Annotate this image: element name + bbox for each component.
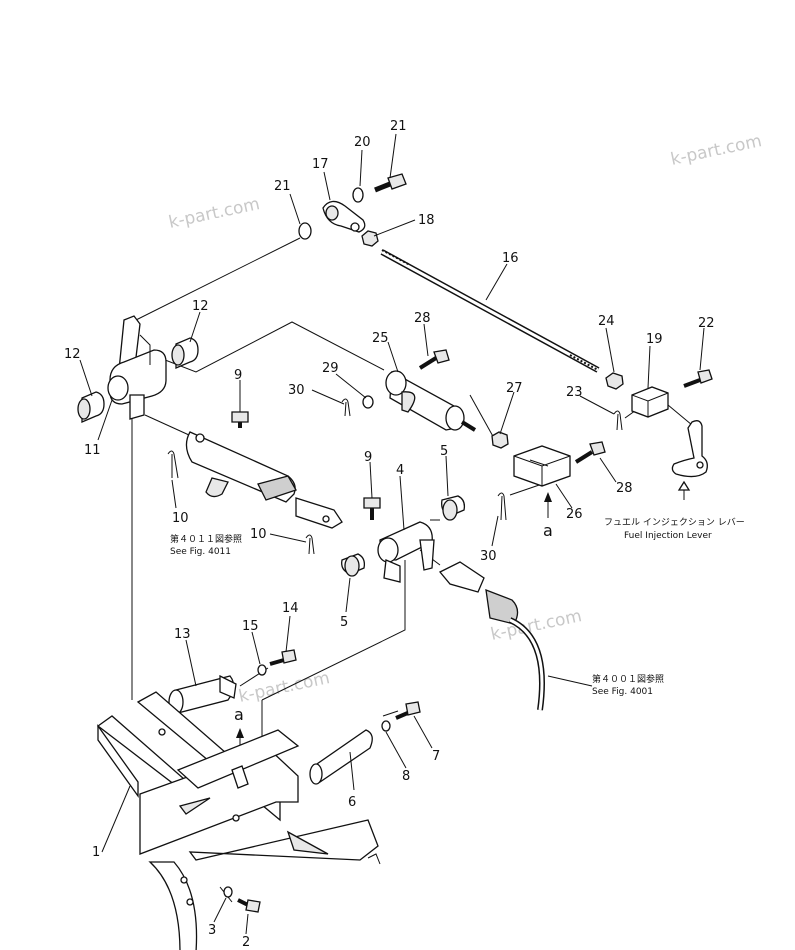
- label-15: 15: [242, 619, 259, 634]
- bushing-5-lower: [341, 553, 366, 577]
- pin-10-left: [167, 450, 179, 479]
- label-1: 1: [92, 845, 100, 860]
- pin-13: [168, 674, 237, 715]
- label-12-right: 12: [192, 299, 209, 314]
- cotter-pin-24: [613, 410, 623, 431]
- note-fig4001-en: See Fig. 4001: [592, 687, 653, 697]
- label-4: 4: [396, 463, 404, 478]
- bracket-1: [96, 691, 381, 950]
- label-11: 11: [84, 443, 101, 458]
- bushing-5-upper: [441, 495, 466, 521]
- washer-21-upper: [352, 187, 364, 203]
- rod-16: [380, 249, 600, 373]
- label-3: 3: [208, 923, 216, 938]
- label-20: 24: [598, 314, 615, 329]
- note-fig4001-jp: 第４００１図参照: [592, 673, 664, 685]
- bolt-14: [269, 649, 297, 666]
- note-fuel-en: Fuel Injection Lever: [624, 531, 712, 541]
- bolt-23: [683, 369, 713, 388]
- shaft-25: [385, 370, 477, 432]
- label-21-left: 21: [274, 179, 291, 194]
- bushing-12-right: [171, 337, 199, 369]
- bolt-9-lower: [363, 497, 381, 520]
- arrow-a-lower: [236, 728, 244, 738]
- callout-a-lower: a: [234, 705, 244, 724]
- callout-a-upper: a: [543, 521, 553, 540]
- lever-11: [107, 315, 167, 420]
- watermark: k-part.com: [669, 131, 764, 170]
- part-labels: 21 17 20 21 18 16 12 12 11 24 19 22 28 2…: [64, 119, 715, 950]
- label-2: 2: [242, 935, 250, 950]
- block-19: [631, 386, 669, 418]
- washer-29: [362, 395, 374, 409]
- nut-27: [491, 431, 509, 449]
- nut-18: [361, 230, 379, 247]
- note-fig4011-en: See Fig. 4011: [170, 547, 231, 557]
- label-19: 19: [646, 332, 663, 347]
- nut-20: [605, 372, 624, 390]
- label-7: 7: [432, 749, 440, 764]
- label-5-lower: 5: [340, 615, 348, 630]
- cotter-pin-30-upper: [341, 398, 351, 417]
- label-30-upper: 30: [288, 383, 305, 398]
- label-27: 27: [506, 381, 523, 396]
- cotter-pin-30-lower: [497, 492, 507, 521]
- bracket-4: [377, 521, 435, 583]
- label-22: 21: [390, 119, 407, 134]
- bolt-28-upper: [418, 349, 450, 370]
- note-fig4011-jp: 第４０１１図参照: [170, 533, 242, 545]
- bushing-12-left: [77, 391, 105, 423]
- label-16: 16: [502, 251, 519, 266]
- bolt-2: [237, 898, 261, 913]
- washer-15: [257, 664, 267, 676]
- rod-end-17: [322, 200, 366, 233]
- label-9-lower: 9: [364, 450, 372, 465]
- label-17: 17: [312, 157, 329, 172]
- label-5-upper: 5: [440, 444, 448, 459]
- label-10-left: 10: [172, 511, 189, 526]
- bolt-22: [374, 173, 407, 193]
- pin-10-lower: [305, 534, 315, 555]
- label-8: 8: [402, 769, 410, 784]
- label-23: 22: [698, 316, 715, 331]
- label-26: 26: [566, 507, 583, 522]
- arrow-a-upper: [544, 492, 552, 502]
- note-fuel-jp: フュエル インジェクション レバー: [604, 517, 745, 528]
- label-18: 18: [418, 213, 435, 228]
- label-21-top: 20: [354, 135, 371, 150]
- watermark: k-part.com: [237, 668, 332, 707]
- throttle-cable-assembly: [185, 431, 343, 529]
- label-10-lower: 10: [250, 527, 267, 542]
- fuel-injection-lever: [671, 420, 708, 500]
- block-26: [513, 445, 571, 487]
- label-6: 6: [348, 795, 356, 810]
- washer-8: [381, 720, 391, 732]
- label-28-upper: 28: [414, 311, 431, 326]
- fuel-cable: [438, 561, 593, 711]
- pin-6: [309, 729, 373, 785]
- bolt-28-lower: [574, 441, 606, 464]
- washer-21-left: [298, 222, 312, 240]
- label-13: 13: [174, 627, 191, 642]
- label-14: 14: [282, 601, 299, 616]
- bolt-9-upper: [231, 411, 249, 428]
- leader-lines: [79, 133, 705, 935]
- label-28-lower: 28: [616, 481, 633, 496]
- label-25: 25: [372, 331, 389, 346]
- label-12-left: 12: [64, 347, 81, 362]
- label-30-lower: 30: [480, 549, 497, 564]
- watermark: k-part.com: [167, 194, 262, 233]
- label-9-upper: 9: [234, 368, 242, 383]
- label-29: 29: [322, 361, 339, 376]
- label-24: 23: [566, 385, 583, 400]
- bolt-7: [395, 701, 421, 720]
- washer-3: [223, 886, 233, 898]
